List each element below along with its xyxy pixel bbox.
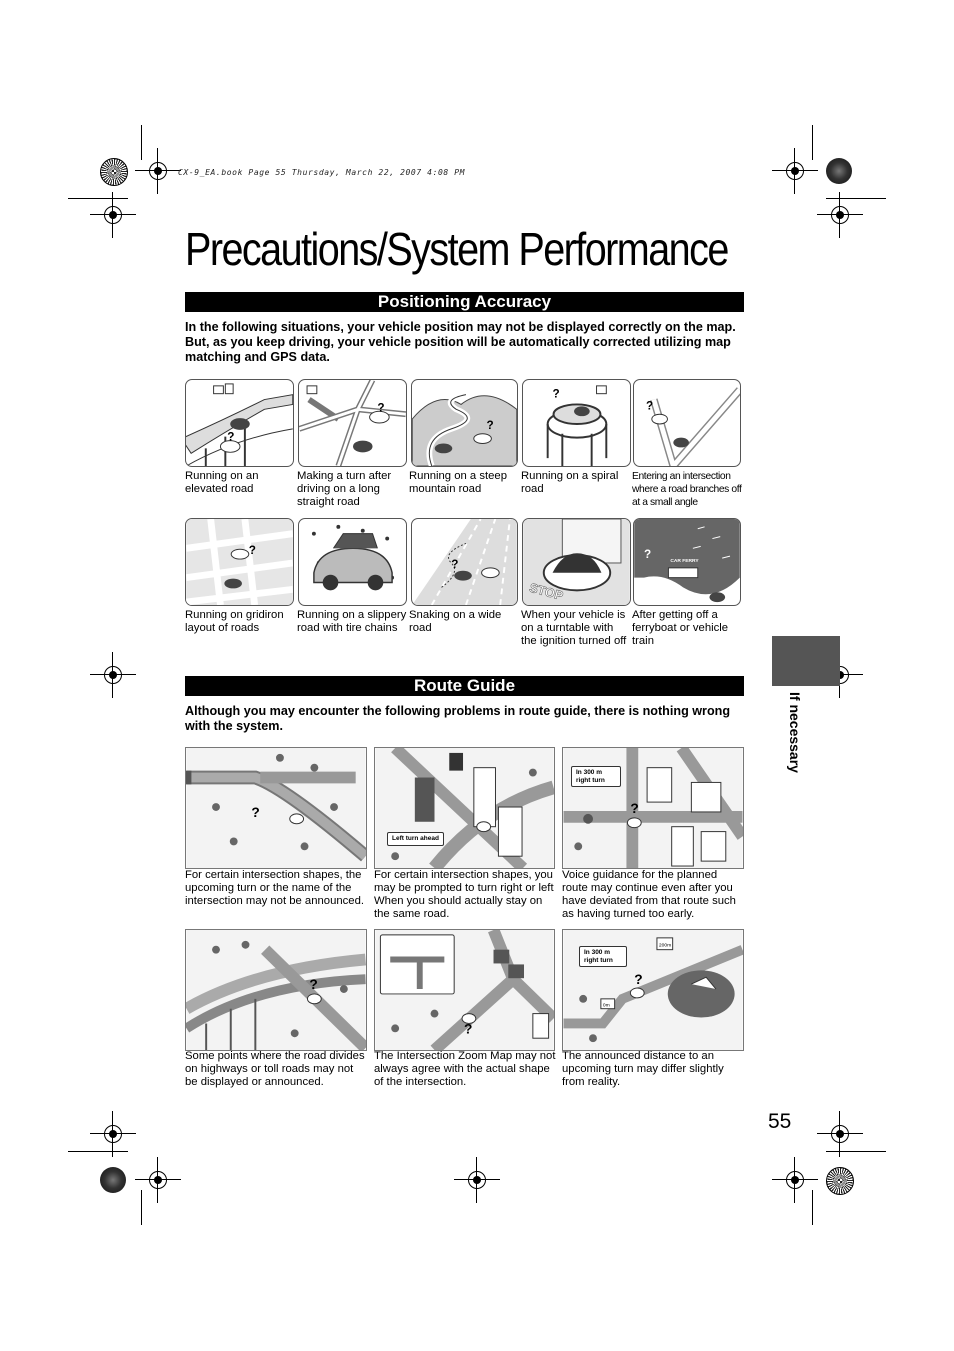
section-heading-route-guide: Route Guide	[185, 676, 744, 696]
spiral-road-icon: ?	[522, 379, 631, 467]
distance-callout: In 300 m right turn	[579, 946, 627, 967]
gridiron-roads-icon: ?	[185, 518, 294, 606]
positioning-intro: In the following situations, your vehicl…	[185, 320, 736, 364]
crosshair-mark	[772, 148, 818, 194]
crosshair-mark	[772, 1157, 818, 1203]
crosshair-mark	[135, 1157, 181, 1203]
trim-line	[826, 1151, 886, 1152]
trim-line	[826, 198, 886, 199]
caption-gridiron: Running on gridiron layout of roads	[185, 609, 284, 634]
svg-text:?: ?	[251, 805, 259, 820]
svg-text:?: ?	[451, 558, 458, 571]
unannounced-turn-icon: ?	[185, 747, 367, 869]
distance-icon: ? 0m 200m In 300 m right turn	[562, 929, 744, 1051]
car-ferry-label: CAR FERRY	[670, 558, 699, 564]
elevated-road-icon: ?	[185, 379, 294, 467]
page-title: Precautions/System Performance	[185, 223, 729, 275]
svg-text:?: ?	[309, 977, 317, 992]
mountain-road-icon: ?	[411, 379, 518, 467]
svg-text:?: ?	[464, 1021, 472, 1036]
caption-wrong-prompt: For certain intersection shapes, you may…	[374, 869, 554, 920]
trim-line	[141, 1190, 142, 1225]
caption-turntable: When your vehicle is on a turntable with…	[521, 609, 627, 647]
tire-chains-icon	[298, 518, 407, 606]
caption-mountain-road: Running on a steep mountain road	[409, 470, 507, 495]
caption-tire-chains: Running on a slippery road with tire cha…	[297, 609, 407, 634]
caption-ferry: After getting off a ferryboat or vehicle…	[632, 609, 729, 647]
crosshair-mark	[135, 148, 181, 194]
page-number: 55	[768, 1110, 792, 1133]
ferry-icon: CAR FERRY ?	[633, 518, 741, 606]
turntable-icon: STOP	[522, 518, 631, 606]
registration-disc	[100, 1167, 126, 1193]
svg-text:?: ?	[227, 431, 234, 444]
trim-line	[68, 1151, 128, 1152]
section-heading-positioning: Positioning Accuracy	[185, 292, 744, 312]
crosshair-mark	[90, 652, 136, 698]
wrong-prompt-icon: Left turn ahead	[374, 747, 555, 869]
long-straight-turn-icon: ?	[298, 379, 407, 467]
sign-200m: 200m	[659, 943, 671, 949]
caption-unannounced-turn: For certain intersection shapes, the upc…	[185, 869, 364, 907]
side-tab-label: If necessary	[787, 692, 803, 773]
route-guide-intro: Although you may encounter the following…	[185, 704, 731, 733]
caption-long-straight: Making a turn after driving on a long st…	[297, 470, 392, 508]
sign-0m: 0m	[603, 1003, 610, 1009]
svg-text:?: ?	[630, 801, 638, 816]
svg-text:?: ?	[646, 399, 653, 412]
crosshair-mark	[90, 1111, 136, 1157]
left-turn-callout: Left turn ahead	[387, 832, 444, 846]
zoom-map-icon: ?	[374, 929, 555, 1051]
small-angle-branch-icon: ?	[633, 379, 741, 467]
registration-disc	[826, 1167, 854, 1195]
trim-line	[68, 198, 128, 199]
side-tab-marker	[772, 636, 840, 686]
trim-line	[812, 1190, 813, 1225]
svg-text:?: ?	[553, 388, 560, 401]
svg-text:?: ?	[486, 419, 493, 432]
caption-highway-divide: Some points where the road divides on hi…	[185, 1050, 365, 1088]
svg-text:?: ?	[377, 401, 384, 414]
caption-distance: The announced distance to an upcoming tu…	[562, 1050, 724, 1088]
crosshair-mark	[454, 1157, 500, 1203]
caption-voice-guidance: Voice guidance for the planned route may…	[562, 869, 736, 920]
caption-wide-road: Snaking on a wide road	[409, 609, 502, 634]
highway-divide-icon: ?	[185, 929, 367, 1051]
registration-disc	[826, 158, 852, 184]
crosshair-mark	[90, 192, 136, 238]
caption-spiral-road: Running on a spiral road	[521, 470, 619, 495]
voice-callout: In 300 m right turn	[571, 766, 621, 787]
caption-elevated-road: Running on an elevated road	[185, 470, 259, 495]
caption-small-angle-branch: Entering an intersection where a road br…	[632, 471, 742, 508]
svg-text:?: ?	[634, 972, 642, 987]
registration-disc	[100, 158, 128, 186]
crosshair-mark	[817, 192, 863, 238]
wide-road-icon: ?	[411, 518, 518, 606]
voice-guidance-icon: ? In 300 m right turn	[562, 747, 744, 869]
trim-line	[141, 125, 142, 160]
svg-text:?: ?	[644, 548, 651, 561]
crosshair-mark	[817, 1111, 863, 1157]
svg-text:?: ?	[249, 544, 256, 557]
caption-zoom-map: The Intersection Zoom Map may not always…	[374, 1050, 556, 1088]
print-header: CX-9_EA.book Page 55 Thursday, March 22,…	[178, 168, 466, 177]
trim-line	[812, 125, 813, 160]
